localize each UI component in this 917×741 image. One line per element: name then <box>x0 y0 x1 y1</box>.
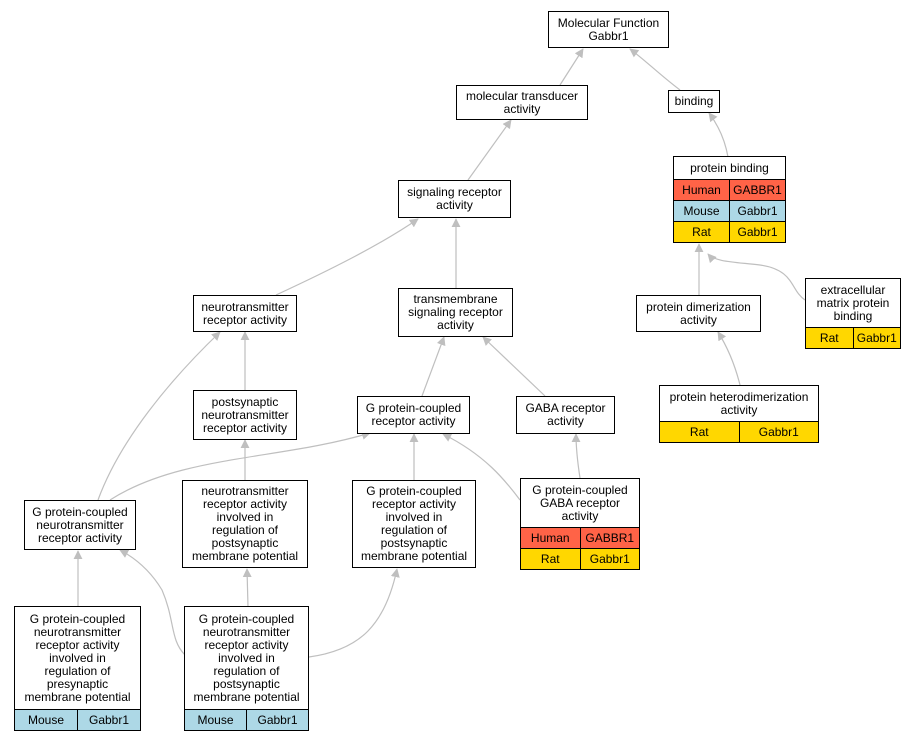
gene-symbol: Gabbr1 <box>738 422 818 442</box>
node-label: Molecular Function Gabbr1 <box>557 15 660 43</box>
node-protein-dimerization-activity[interactable]: protein dimerization activity <box>636 295 761 332</box>
species-name: Rat <box>660 422 739 442</box>
node-label: transmembrane signaling receptor activit… <box>408 292 503 332</box>
gene-symbol: Gabbr1 <box>852 328 900 348</box>
edge-gpcnra-to-nra <box>97 331 221 501</box>
edge-post-to-nrapost <box>242 568 252 608</box>
gene-symbol: Gabbr1 <box>579 549 639 569</box>
node-label: protein dimerization activity <box>646 299 751 327</box>
node-binding[interactable]: binding <box>668 90 720 113</box>
edge-phda-to-pda <box>717 331 741 386</box>
gene-symbol: Gabbr1 <box>729 201 785 221</box>
node-label: protein binding <box>690 160 769 175</box>
edge-gpcgaba-to-gpcr <box>442 433 521 501</box>
edge-protein-binding-to-binding <box>708 112 729 158</box>
node-label: neurotransmitter receptor activity invol… <box>191 484 299 563</box>
species-name: Mouse <box>674 201 729 221</box>
node-label: GABA receptor activity <box>525 401 606 428</box>
node-g-protein-coupled-receptor-activity-postsynaptic[interactable]: G protein-coupled receptor activity invo… <box>352 480 476 568</box>
node-label: signaling receptor activity <box>407 185 502 212</box>
edge-nra-to-sra <box>275 218 419 296</box>
node-g-protein-coupled-receptor-activity[interactable]: G protein-coupled receptor activity <box>357 396 470 434</box>
node-label: extracellular matrix protein binding <box>816 282 890 323</box>
node-neurotransmitter-receptor-activity[interactable]: neurotransmitter receptor activity <box>193 295 297 332</box>
species-name: Human <box>674 180 729 200</box>
species-name: Rat <box>521 549 580 569</box>
gene-symbol: Gabbr1 <box>77 710 140 730</box>
node-label: protein heterodimerization activity <box>669 389 809 417</box>
species-name: Rat <box>674 222 729 242</box>
node-label: binding <box>674 94 714 108</box>
edge-gpcr-to-tsra <box>421 336 446 397</box>
edge-post-to-gpcrpost <box>308 568 400 658</box>
node-label: postsynaptic neurotransmitter receptor a… <box>201 394 289 435</box>
species-name: Human <box>521 528 580 548</box>
node-signaling-receptor-activity[interactable]: signaling receptor activity <box>398 180 511 218</box>
node-postsynaptic-neurotransmitter-receptor-activity[interactable]: postsynaptic neurotransmitter receptor a… <box>193 390 297 440</box>
node-transmembrane-signaling-receptor-activity[interactable]: transmembrane signaling receptor activit… <box>398 288 513 337</box>
node-g-protein-coupled-neurotransmitter-receptor-activity[interactable]: G protein-coupled neurotransmitter recep… <box>24 500 136 550</box>
node-label: G protein-coupled neurotransmitter recep… <box>24 611 131 704</box>
node-molecular-transducer-activity[interactable]: molecular transducer activity <box>456 85 588 120</box>
node-label: G protein-coupled neurotransmitter recep… <box>32 504 128 545</box>
node-g-protein-coupled-neurotransmitter-receptor-presynaptic[interactable]: G protein-coupled neurotransmitter recep… <box>14 606 141 731</box>
node-label: G protein-coupled neurotransmitter recep… <box>193 611 300 704</box>
node-label: molecular transducer activity <box>465 88 579 116</box>
gene-symbol: Gabbr1 <box>729 222 785 242</box>
node-label: G protein-coupled receptor activity <box>365 401 462 428</box>
gene-symbol: GABBR1 <box>579 528 639 548</box>
edge-post-to-gpcnra <box>119 549 186 656</box>
gene-symbol: Gabbr1 <box>246 710 308 730</box>
edge-gaba-to-tsra <box>482 336 546 397</box>
species-name: Mouse <box>15 710 77 730</box>
edge-ecm-to-protein-binding <box>707 253 806 301</box>
species-name: Rat <box>806 328 853 348</box>
node-g-protein-coupled-gaba-receptor-activity[interactable]: G protein-coupled GABA receptor activity… <box>520 478 640 570</box>
node-label: neurotransmitter receptor activity <box>201 299 289 327</box>
node-label: G protein-coupled GABA receptor activity <box>532 482 628 523</box>
edge-gpcnra-to-gpcr <box>109 431 371 501</box>
edge-sra-to-mta <box>467 119 512 181</box>
species-name: Mouse <box>185 710 246 730</box>
node-label: G protein-coupled receptor activity invo… <box>360 484 468 563</box>
node-gaba-receptor-activity[interactable]: GABA receptor activity <box>516 396 615 434</box>
node-molecular-function[interactable]: Molecular Function Gabbr1 <box>548 11 669 48</box>
node-g-protein-coupled-neurotransmitter-receptor-postsynaptic[interactable]: G protein-coupled neurotransmitter recep… <box>184 606 309 731</box>
edge-gpcgaba-to-gaba <box>571 433 581 479</box>
node-neurotransmitter-receptor-activity-postsynaptic[interactable]: neurotransmitter receptor activity invol… <box>182 480 308 568</box>
gene-symbol: GABBR1 <box>729 180 785 200</box>
edge-binding-to-mf <box>629 48 681 91</box>
edge-mta-to-mf <box>559 48 584 86</box>
